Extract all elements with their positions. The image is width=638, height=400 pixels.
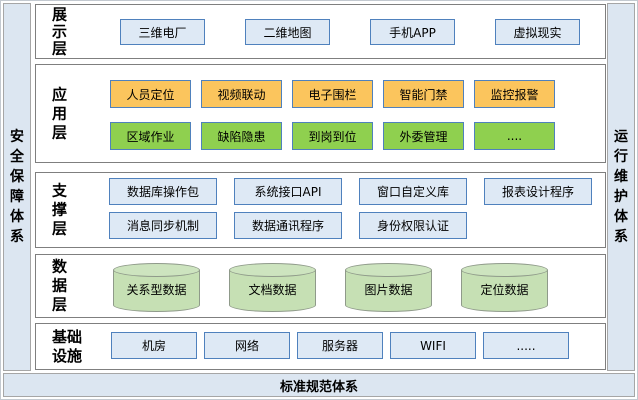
support-layer-row-1: 数据库操作包 系统接口API 窗口自定义库 报表设计程序 (109, 178, 592, 205)
cylinder-positioning-data: 定位数据 (461, 263, 548, 312)
right-system-strip: 运行维护体系 (607, 3, 635, 371)
box-2d-map: 二维地图 (245, 19, 330, 45)
cylinder-relational-data: 关系型数据 (113, 263, 200, 312)
box-virtual-reality: 虚拟现实 (495, 19, 580, 45)
right-system-label: 运行维护体系 (614, 129, 628, 245)
presentation-layer-label: 展示层 (51, 5, 67, 57)
left-system-strip: 安全保障体系 (3, 3, 31, 371)
data-layer-panel: 数据层 关系型数据 文档数据 图片数据 (35, 254, 606, 318)
infrastructure-layer-panel: 基础设施 机房 网络 服务器 WIFI ..... (35, 323, 606, 370)
cylinder-label: 关系型数据 (126, 283, 187, 297)
box-wifi: WIFI (390, 332, 476, 359)
support-layer-panel: 支撑层 数据库操作包 系统接口API 窗口自定义库 报表设计程序 消息同步机制 … (35, 172, 606, 248)
box-server: 服务器 (297, 332, 383, 359)
infrastructure-layer-row: 机房 网络 服务器 WIFI ..... (111, 332, 569, 359)
bottom-system-strip: 标准规范体系 (3, 373, 635, 397)
presentation-layer-panel: 展示层 三维电厂 二维地图 手机APP 虚拟现实 (35, 4, 606, 59)
cylinder-label: 文档数据 (248, 283, 297, 297)
application-layer-label: 应用层 (51, 85, 67, 141)
cylinder-image-data: 图片数据 (345, 263, 432, 312)
box-monitoring-alarm: 监控报警 (474, 80, 555, 108)
cylinder-shape (113, 263, 200, 277)
box-message-sync: 消息同步机制 (109, 212, 217, 239)
cylinder-document-data: 文档数据 (229, 263, 316, 312)
box-data-comm: 数据通讯程序 (234, 212, 342, 239)
cylinder-shape (229, 263, 316, 277)
cylinder-shape (461, 263, 548, 277)
bottom-system-label: 标准规范体系 (279, 379, 358, 395)
box-app-more: .... (474, 122, 555, 150)
data-layer-row: 关系型数据 文档数据 图片数据 定位数据 (113, 263, 548, 312)
cylinder-shape (345, 263, 432, 277)
box-network: 网络 (204, 332, 290, 359)
infrastructure-layer-label: 基础设施 (51, 327, 82, 365)
box-on-duty: 到岗到位 (292, 122, 373, 150)
box-db-operation-pack: 数据库操作包 (109, 178, 217, 205)
box-3d-plant: 三维电厂 (120, 19, 205, 45)
left-system-label: 安全保障体系 (10, 129, 24, 245)
cylinder-label: 定位数据 (480, 283, 529, 297)
support-layer-label: 支撑层 (51, 181, 67, 238)
data-layer-label: 数据层 (51, 257, 67, 314)
box-video-linkage: 视频联动 (201, 80, 282, 108)
box-personnel-positioning: 人员定位 (110, 80, 191, 108)
application-layer-panel: 应用层 人员定位 视频联动 电子围栏 智能门禁 监控报警 区域作业 缺陷隐患 到… (35, 64, 606, 163)
box-window-custom-lib: 窗口自定义库 (359, 178, 467, 205)
box-infra-more: ..... (483, 332, 569, 359)
box-electronic-fence: 电子围栏 (292, 80, 373, 108)
box-smart-access-control: 智能门禁 (383, 80, 464, 108)
support-layer-row-2: 消息同步机制 数据通讯程序 身份权限认证 (109, 212, 467, 239)
cylinder-label: 图片数据 (364, 283, 413, 297)
box-system-api: 系统接口API (234, 178, 342, 205)
box-outsourcing-mgmt: 外委管理 (383, 122, 464, 150)
box-defect-hazard: 缺陷隐患 (201, 122, 282, 150)
box-mobile-app: 手机APP (370, 19, 455, 45)
application-layer-row-1: 人员定位 视频联动 电子围栏 智能门禁 监控报警 (110, 80, 555, 108)
box-server-room: 机房 (111, 332, 197, 359)
box-identity-auth: 身份权限认证 (359, 212, 467, 239)
application-layer-row-2: 区域作业 缺陷隐患 到岗到位 外委管理 .... (110, 122, 555, 150)
presentation-layer-row: 三维电厂 二维地图 手机APP 虚拟现实 (120, 19, 580, 45)
box-area-work: 区域作业 (110, 122, 191, 150)
box-report-designer: 报表设计程序 (484, 178, 592, 205)
